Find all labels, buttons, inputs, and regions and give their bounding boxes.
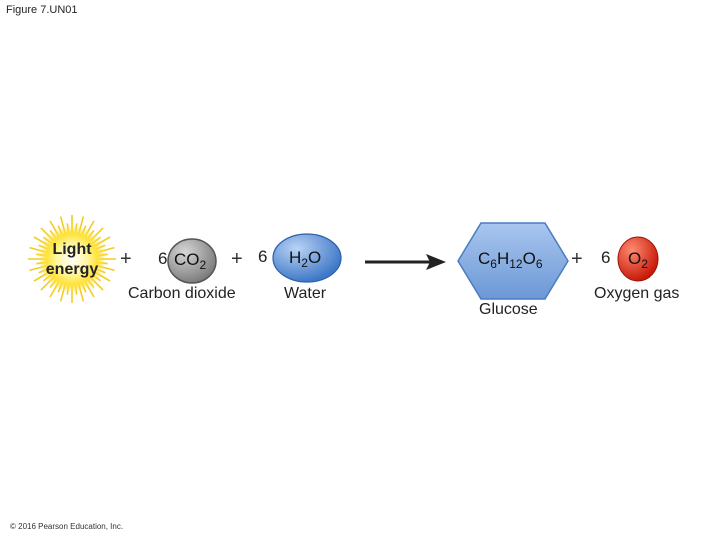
light-energy-label: Light energy — [30, 240, 114, 280]
h2o-formula: H2O — [289, 248, 322, 270]
water-molecule-icon — [272, 233, 342, 283]
o2-coefficient: 6 — [601, 248, 611, 267]
co2-formula: CO2 — [174, 250, 207, 272]
plus-sign-1: + — [120, 248, 132, 270]
figure-label: Figure 7.UN01 — [6, 4, 78, 16]
carbon-dioxide-molecule-icon — [167, 238, 217, 284]
oxygen-gas-label: Oxygen gas — [594, 285, 680, 302]
glucose-label: Glucose — [479, 301, 538, 318]
light-energy-line1: Light — [52, 241, 92, 258]
sun-icon — [28, 215, 116, 303]
o2-formula: O2 — [628, 249, 648, 271]
plus-sign-2: + — [231, 248, 243, 270]
reaction-arrow-icon — [365, 254, 446, 270]
plus-sign-3: + — [571, 248, 583, 270]
glucose-molecule-icon — [457, 222, 569, 300]
copyright-notice: © 2016 Pearson Education, Inc. — [10, 522, 124, 531]
carbon-dioxide-label: Carbon dioxide — [128, 285, 236, 302]
h2o-coefficient: 6 — [258, 247, 268, 266]
light-energy-line2: energy — [45, 261, 99, 278]
glucose-formula: C6H12O6 — [478, 249, 543, 271]
co2-coefficient: 6 — [158, 249, 168, 268]
water-label: Water — [284, 285, 327, 302]
oxygen-molecule-icon — [617, 236, 659, 282]
